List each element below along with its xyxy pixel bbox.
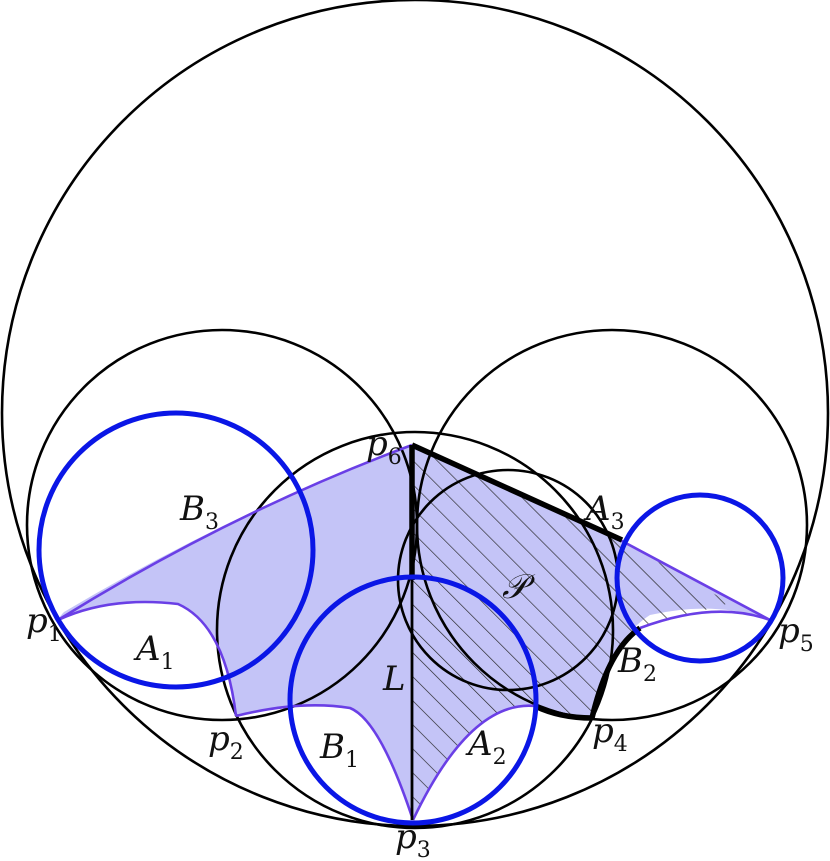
label-p5: p5 [778, 611, 814, 657]
edge-p4-bottom [533, 703, 593, 721]
top-edge-left [57, 443, 413, 622]
arc-B2 [639, 610, 771, 630]
arc-A2 [411, 704, 536, 821]
label-p4: p4 [592, 711, 628, 757]
label-L: L [382, 659, 406, 699]
polygon-P-boundary [409, 442, 642, 820]
right-large-circle [415, 328, 809, 722]
label-B1: B1 [319, 727, 359, 773]
blue-circle-B3 [36, 410, 316, 690]
top-edge-right [619, 538, 771, 622]
blue-circle-B2 [614, 492, 786, 664]
label-A2: A2 [465, 724, 507, 770]
label-p1: p1 [26, 601, 62, 647]
outer-circle [0, 0, 830, 828]
middle-circle [215, 430, 615, 830]
arc-p2-B1 [235, 704, 415, 821]
edge-p4-B2 [589, 625, 642, 719]
label-B3: B3 [179, 489, 219, 535]
edge-p6-A3 [410, 442, 624, 543]
arc-A1 [57, 600, 238, 717]
blue-circle-B1 [287, 574, 539, 826]
label-p6: p6 [366, 424, 402, 470]
blue-circles [36, 410, 786, 826]
label-p3: p3 [395, 817, 431, 861]
label-B2: B2 [617, 641, 657, 687]
hatched-polygon-P [412, 445, 730, 820]
purple-boundary [57, 443, 771, 821]
label-A1: A1 [133, 629, 175, 675]
label-p2: p2 [208, 719, 244, 765]
label-A3: A3 [583, 489, 625, 535]
